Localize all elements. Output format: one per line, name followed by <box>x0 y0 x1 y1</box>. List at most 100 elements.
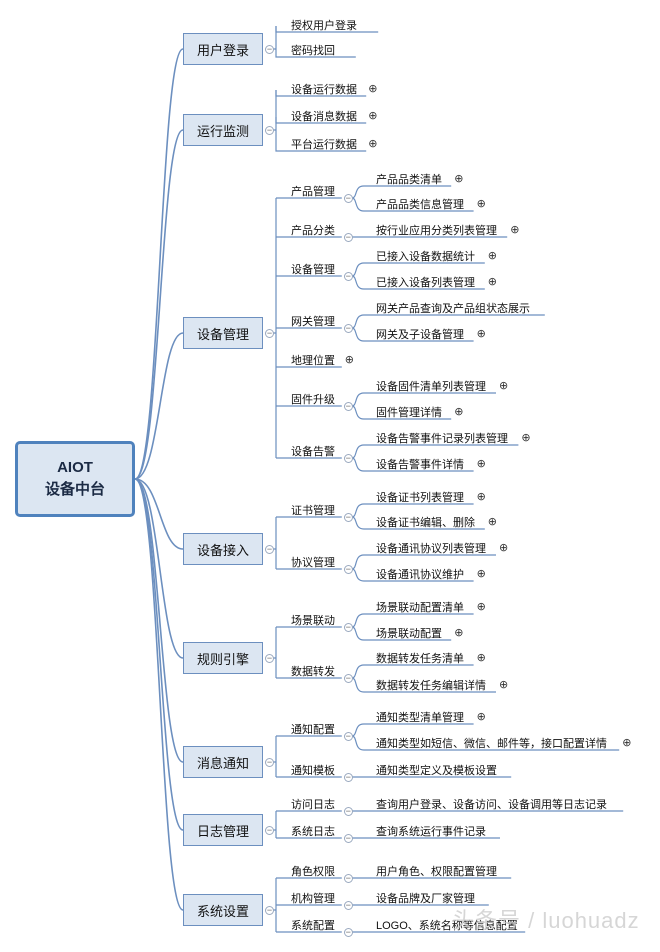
branch-collapse-icon[interactable]: − <box>265 44 274 54</box>
expand-icon[interactable]: ⊕ <box>344 354 355 366</box>
branch-5[interactable]: 规则引擎 <box>183 642 263 674</box>
leaf-node[interactable]: 按行业应用分类列表管理 <box>376 225 497 237</box>
leaf-node[interactable]: 设备通讯协议维护 <box>376 569 464 581</box>
leaf-node[interactable]: 场景联动配置清单 <box>376 602 464 614</box>
branch-1[interactable]: 用户登录 <box>183 33 263 65</box>
leaf-node[interactable]: 设备通讯协议列表管理 <box>376 543 486 555</box>
sub-branch[interactable]: 通知模板 <box>291 765 335 777</box>
sub-branch[interactable]: 产品分类 <box>291 225 335 237</box>
sub-branch[interactable]: 通知配置 <box>291 724 335 736</box>
sub-branch-collapse-icon[interactable]: − <box>343 927 353 937</box>
leaf-node[interactable]: 产品品类信息管理 <box>376 199 464 211</box>
branch-collapse-icon[interactable]: − <box>265 825 274 835</box>
leaf-node[interactable]: 设备消息数据 <box>291 111 357 123</box>
expand-icon[interactable]: ⊕ <box>476 711 486 723</box>
leaf-node[interactable]: 已接入设备列表管理 <box>376 277 475 289</box>
branch-4[interactable]: 设备接入 <box>183 533 263 565</box>
sub-branch[interactable]: 访问日志 <box>291 799 335 811</box>
leaf-node[interactable]: 用户角色、权限配置管理 <box>376 866 497 878</box>
sub-branch-collapse-icon[interactable]: − <box>343 673 353 683</box>
expand-icon[interactable]: ⊕ <box>510 224 520 236</box>
sub-branch[interactable]: 协议管理 <box>291 557 335 569</box>
leaf-node[interactable]: 设备证书列表管理 <box>376 492 464 504</box>
expand-icon[interactable]: ⊕ <box>476 601 486 613</box>
sub-branch-collapse-icon[interactable]: − <box>343 873 353 883</box>
leaf-node[interactable]: 网关及子设备管理 <box>376 329 464 341</box>
expand-icon[interactable]: ⊕ <box>521 432 531 444</box>
leaf-node[interactable]: 数据转发任务编辑详情 <box>376 680 486 692</box>
expand-icon[interactable]: ⊕ <box>622 737 632 749</box>
branch-8[interactable]: 系统设置 <box>183 894 263 926</box>
branch-collapse-icon[interactable]: − <box>265 757 274 767</box>
sub-branch[interactable]: 场景联动 <box>291 615 335 627</box>
sub-branch-collapse-icon[interactable]: − <box>343 731 353 741</box>
sub-branch[interactable]: 数据转发 <box>291 666 335 678</box>
sub-branch-collapse-icon[interactable]: − <box>343 453 353 463</box>
branch-2[interactable]: 运行监测 <box>183 114 263 146</box>
sub-branch-collapse-icon[interactable]: − <box>343 833 353 843</box>
leaf-node[interactable]: 数据转发任务清单 <box>376 653 464 665</box>
branch-6[interactable]: 消息通知 <box>183 746 263 778</box>
sub-branch[interactable]: 固件升级 <box>291 394 335 406</box>
expand-icon[interactable]: ⊕ <box>476 458 486 470</box>
branch-collapse-icon[interactable]: − <box>265 544 274 554</box>
sub-branch[interactable]: 角色权限 <box>291 866 335 878</box>
root-node[interactable]: AIOT 设备中台 <box>15 441 135 517</box>
expand-icon[interactable]: ⊕ <box>476 652 486 664</box>
sub-branch-collapse-icon[interactable]: − <box>343 193 353 203</box>
sub-branch-collapse-icon[interactable]: − <box>343 900 353 910</box>
branch-collapse-icon[interactable]: − <box>265 328 274 338</box>
leaf-node[interactable]: 设备证书编辑、删除 <box>376 517 475 529</box>
expand-icon[interactable]: ⊕ <box>368 138 378 150</box>
sub-branch[interactable]: 设备告警 <box>291 446 335 458</box>
expand-icon[interactable]: ⊕ <box>454 173 464 185</box>
expand-icon[interactable]: ⊕ <box>499 542 509 554</box>
sub-branch-collapse-icon[interactable]: − <box>343 622 353 632</box>
branch-collapse-icon[interactable]: − <box>265 125 274 135</box>
sub-branch[interactable]: 机构管理 <box>291 893 335 905</box>
expand-icon[interactable]: ⊕ <box>487 276 498 288</box>
branch-collapse-icon[interactable]: − <box>265 905 274 915</box>
sub-branch-collapse-icon[interactable]: − <box>343 772 353 782</box>
sub-branch-collapse-icon[interactable]: − <box>343 323 353 333</box>
sub-branch[interactable]: 网关管理 <box>291 316 335 328</box>
leaf-node[interactable]: 通知类型如短信、微信、邮件等，接口配置详情 <box>376 738 607 750</box>
sub-branch-collapse-icon[interactable]: − <box>343 512 353 522</box>
leaf-node[interactable]: 场景联动配置 <box>376 628 442 640</box>
leaf-node[interactable]: 固件管理详情 <box>376 407 442 419</box>
sub-branch[interactable]: 产品管理 <box>291 186 335 198</box>
sub-branch-collapse-icon[interactable]: − <box>343 401 353 411</box>
leaf-node[interactable]: LOGO、系统名称等信息配置 <box>376 920 518 932</box>
leaf-node[interactable]: 通知类型定义及模板设置 <box>376 765 497 777</box>
expand-icon[interactable]: ⊕ <box>368 110 378 122</box>
leaf-node[interactable]: 产品品类清单 <box>376 174 442 186</box>
branch-collapse-icon[interactable]: − <box>265 653 274 663</box>
branch-7[interactable]: 日志管理 <box>183 814 263 846</box>
expand-icon[interactable]: ⊕ <box>487 516 498 528</box>
sub-branch-collapse-icon[interactable]: − <box>343 806 353 816</box>
leaf-node[interactable]: 平台运行数据 <box>291 139 357 151</box>
sub-branch-collapse-icon[interactable]: − <box>343 232 353 242</box>
branch-3[interactable]: 设备管理 <box>183 317 263 349</box>
sub-branch[interactable]: 系统配置 <box>291 920 335 932</box>
leaf-node[interactable]: 网关产品查询及产品组状态展示 <box>376 303 530 315</box>
leaf-node[interactable]: 设备品牌及厂家管理 <box>376 893 475 905</box>
leaf-node[interactable]: 设备运行数据 <box>291 84 357 96</box>
expand-icon[interactable]: ⊕ <box>476 491 486 503</box>
expand-icon[interactable]: ⊕ <box>487 250 498 262</box>
sub-branch-collapse-icon[interactable]: − <box>343 564 353 574</box>
leaf-node[interactable]: 设备告警事件记录列表管理 <box>376 433 508 445</box>
leaf-node[interactable]: 查询用户登录、设备访问、设备调用等日志记录 <box>376 799 607 811</box>
sub-branch-collapse-icon[interactable]: − <box>343 271 353 281</box>
leaf-node[interactable]: 密码找回 <box>291 45 335 57</box>
expand-icon[interactable]: ⊕ <box>476 568 486 580</box>
sub-branch[interactable]: 地理位置 <box>291 355 335 367</box>
leaf-node[interactable]: 设备固件清单列表管理 <box>376 381 486 393</box>
sub-branch[interactable]: 证书管理 <box>291 505 335 517</box>
expand-icon[interactable]: ⊕ <box>454 627 464 639</box>
sub-branch[interactable]: 设备管理 <box>291 264 335 276</box>
expand-icon[interactable]: ⊕ <box>454 406 464 418</box>
expand-icon[interactable]: ⊕ <box>476 328 486 340</box>
expand-icon[interactable]: ⊕ <box>499 380 509 392</box>
expand-icon[interactable]: ⊕ <box>476 198 486 210</box>
